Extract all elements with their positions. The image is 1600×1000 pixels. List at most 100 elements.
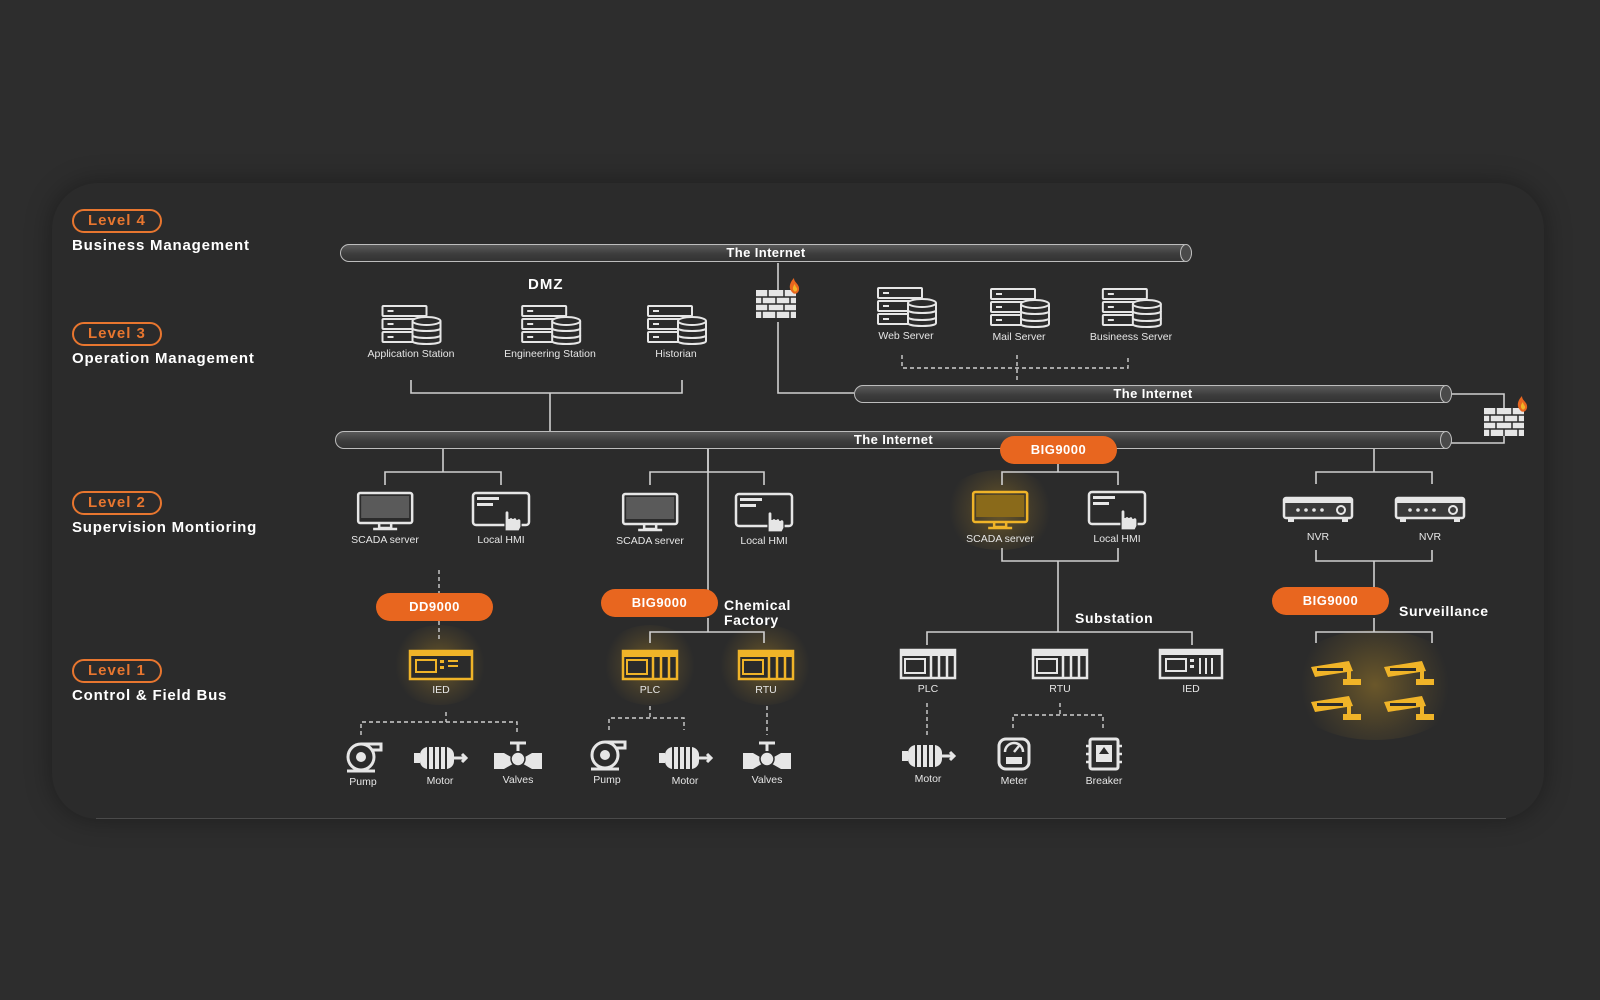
server-label: Busineess Server [1089,331,1173,343]
monitor-icon [971,490,1029,530]
server-database-icon [877,287,937,327]
ied-icon [1158,648,1224,680]
node-label: SCADA server [616,535,684,547]
level-badge: Level 4 [72,209,162,233]
node-label: Local HMI [740,535,788,547]
plc-icon [899,648,957,680]
node-label: Breaker [1085,775,1123,787]
pump-device: Pump [341,741,385,788]
level-4: Level 4 Business Management [72,209,250,254]
scada-server: SCADA server [616,492,684,547]
glow-cameras [1285,630,1465,740]
node-label: RTU [755,684,777,696]
panel-baseline [96,818,1506,819]
pump-device: Pump [585,739,629,786]
node-label: Motor [914,773,942,785]
level-2: Level 2 Supervision Montioring [72,491,257,536]
node-label: Local HMI [477,534,525,546]
cctv-camera-icon [1382,694,1438,722]
internet-main-label: The Internet [853,432,934,447]
touch-screen-icon [471,491,531,532]
level-badge: Level 2 [72,491,162,515]
level-name: Business Management [72,237,250,254]
cctv-camera-icon [1309,659,1365,687]
meter-icon [997,737,1031,771]
breaker-icon [1086,737,1122,771]
node-label: Meter [1000,775,1028,787]
level-name: Operation Management [72,350,255,367]
node-label: SCADA server [966,533,1034,545]
touch-screen-icon [734,492,794,533]
dmz-label: DMZ [528,276,564,293]
plc-controller: PLC [621,649,679,696]
server-database-icon [647,305,707,345]
node-label: SCADA server [351,534,419,546]
internet-mid-label: The Internet [1113,386,1193,401]
nvr-recorder-icon [1282,496,1354,522]
motor-icon [414,747,469,769]
node-label: Motor [426,775,454,787]
level-1: Level 1 Control & Field Bus [72,659,227,704]
level-name: Supervision Montioring [72,519,258,536]
internet-top-label: The Internet [726,245,806,260]
firewall-icon [754,278,802,322]
dd9000-gateway[interactable]: DD9000 [376,593,493,621]
firewall-icon [1482,396,1530,440]
ied-icon [408,649,474,681]
pipe-cap [1180,243,1192,262]
pipe-cap [1440,384,1452,403]
level-3: Level 3 Operation Management [72,322,255,367]
ied-controller: IED [408,649,474,696]
local-hmi: Local HMI [734,492,794,547]
motor-icon [659,747,714,769]
plc-icon [621,649,679,681]
rtu-icon [737,649,795,681]
web-server: Web Server [874,287,938,342]
business-server: Busineess Server [1090,288,1172,343]
internet-mid-pipe: The Internet [854,384,1452,403]
node-label: PLC [639,684,661,696]
scada-server: SCADA server [351,491,419,546]
local-hmi: Local HMI [1087,490,1147,545]
server-database-icon [990,288,1050,328]
scada-server: SCADA server [966,490,1034,545]
node-label: NVR [1306,531,1330,543]
plc-controller: PLC [899,648,957,695]
level-badge: Level 3 [72,322,162,346]
touch-screen-icon [1087,490,1147,531]
monitor-icon [621,492,679,532]
big9000-top-gateway[interactable]: BIG9000 [1000,436,1117,464]
node-label: IED [432,684,450,696]
node-label: Valves [751,774,783,786]
valves-device: Valves [492,739,544,786]
local-hmi: Local HMI [471,491,531,546]
pump-icon [346,742,383,773]
nvr: NVR [1394,496,1466,543]
surveillance-label: Surveillance [1399,603,1489,619]
substation-label: Substation [1075,610,1154,626]
node-label: Motor [671,775,699,787]
meter-device: Meter [996,736,1032,787]
station-label: Engineering Station [504,348,596,360]
motor-device: Motor [657,744,714,787]
pipe-cap [1440,430,1452,449]
nvr-recorder-icon [1394,496,1466,522]
rtu-controller: RTU [1031,648,1089,695]
motor-icon [902,745,957,767]
node-label: Pump [593,774,621,786]
node-label: Local HMI [1093,533,1141,545]
station-label: Application Station [367,348,455,360]
node-label: PLC [917,683,939,695]
valve-icon [743,741,791,769]
server-database-icon [521,305,581,345]
server-label: Web Server [878,330,934,342]
big9000-chemical-gateway[interactable]: BIG9000 [601,589,718,617]
big9000-surveillance-gateway[interactable]: BIG9000 [1272,587,1389,615]
nvr: NVR [1282,496,1354,543]
rtu-controller: RTU [737,649,795,696]
mail-server: Mail Server [987,288,1051,343]
cctv-camera-icon [1309,694,1365,722]
motor-device: Motor [900,742,957,785]
node-label: Pump [349,776,377,788]
